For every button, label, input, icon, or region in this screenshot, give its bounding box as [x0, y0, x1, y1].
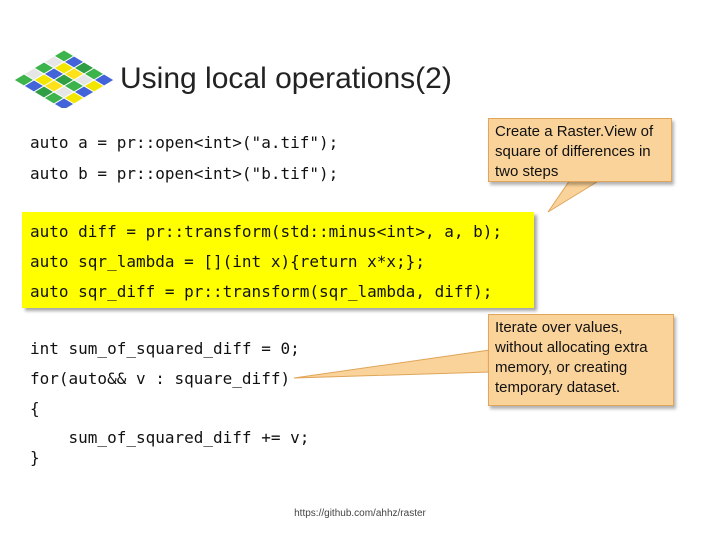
- code-line-for: for(auto&& v : square_diff): [30, 369, 291, 388]
- code-line-sqr-lambda: auto sqr_lambda = [](int x){return x*x;}…: [30, 252, 425, 271]
- raster-logo-icon: [13, 49, 115, 108]
- code-line-diff: auto diff = pr::transform(std::minus<int…: [30, 222, 503, 241]
- callout-2-pointer: [293, 349, 491, 379]
- logo-cell: [53, 97, 75, 108]
- code-line-open-b: auto b = pr::open<int>("b.tif");: [30, 164, 339, 183]
- code-line-accumulate: sum_of_squared_diff += v;: [30, 428, 310, 447]
- code-line-open-a: auto a = pr::open<int>("a.tif");: [30, 133, 339, 152]
- code-line-sqr-diff: auto sqr_diff = pr::transform(sqr_lambda…: [30, 282, 493, 301]
- slide-title: Using local operations(2): [120, 62, 452, 95]
- callout-iterate-values: Iterate over values, without allocating …: [488, 314, 674, 406]
- callout-1-pointer: [547, 179, 602, 213]
- callout-create-rasterview: Create a Raster.View of square of differ…: [488, 118, 672, 182]
- code-line-sum-init: int sum_of_squared_diff = 0;: [30, 339, 300, 358]
- footer-url: https://github.com/ahhz/raster: [294, 508, 426, 519]
- code-line-close-brace: }: [30, 448, 40, 467]
- code-line-open-brace: {: [30, 399, 40, 418]
- highlight-box: [22, 212, 534, 308]
